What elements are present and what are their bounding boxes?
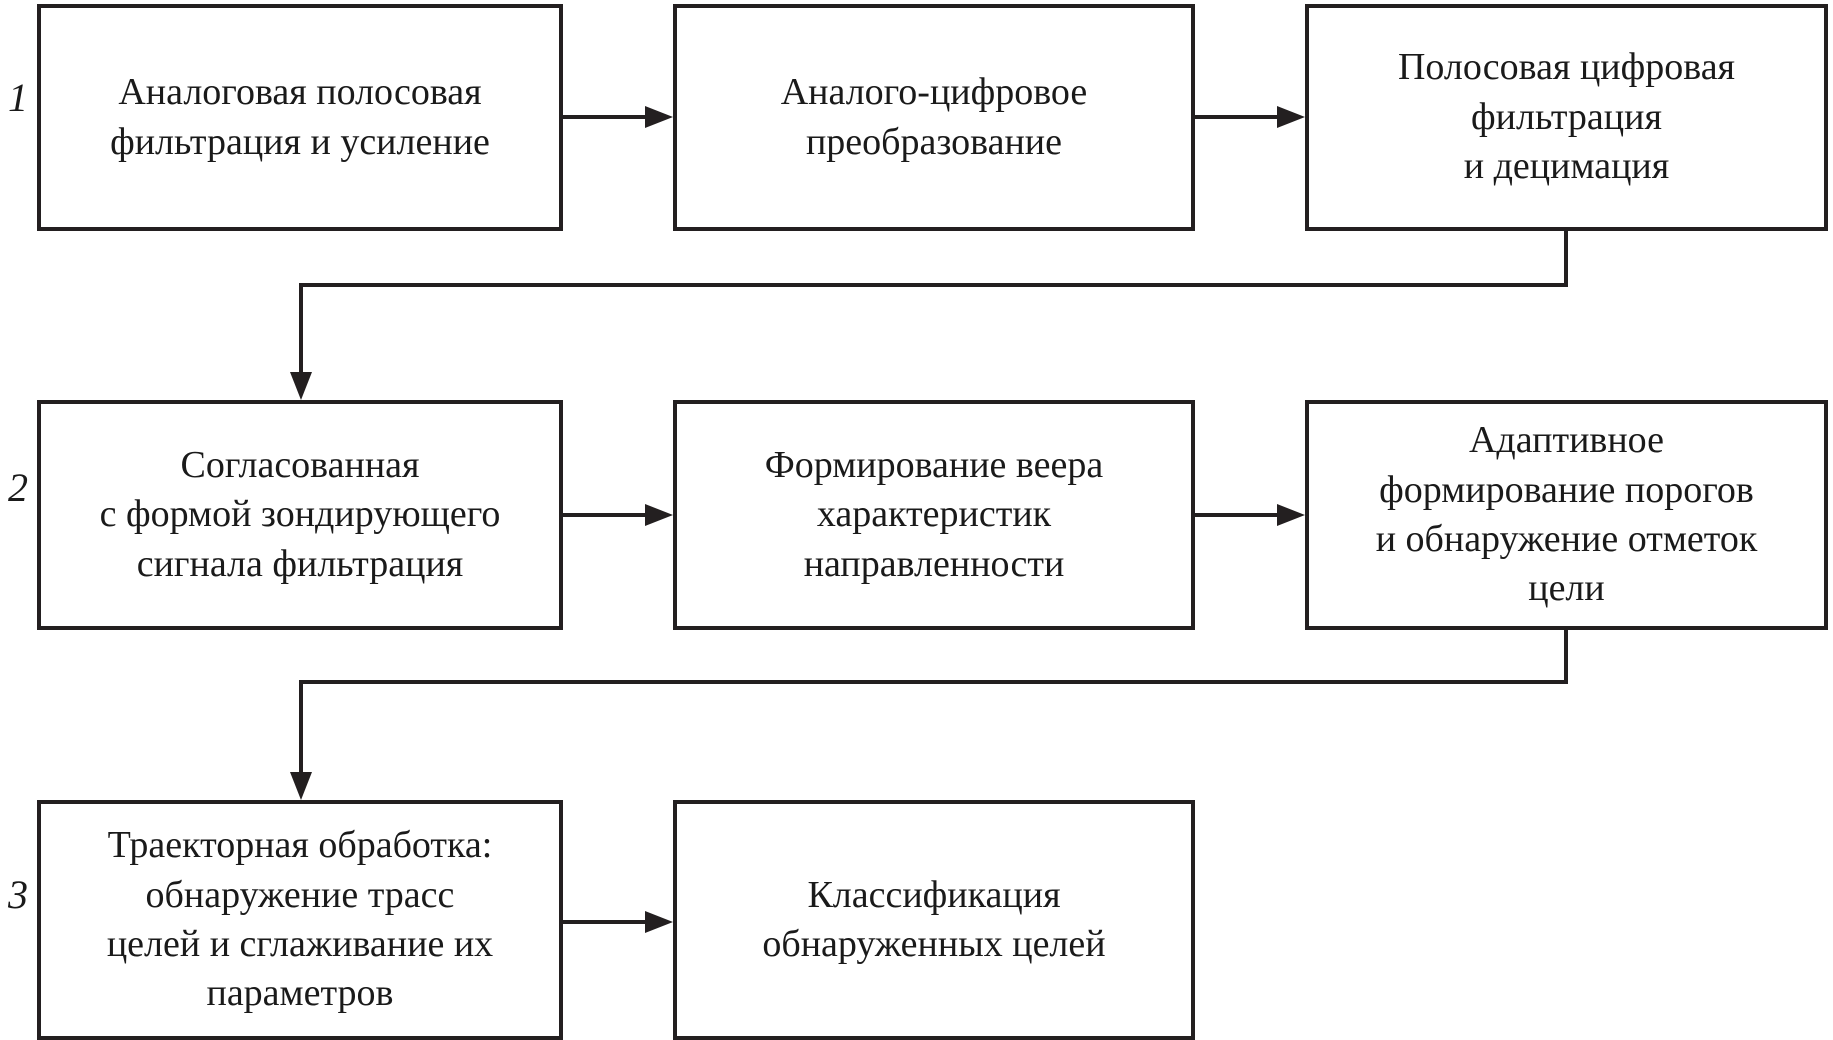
connector-detection-to-track-processing: [290, 630, 1568, 800]
stage-label-2: 2: [8, 465, 28, 510]
node-adc-label: Аналого-цифровое преобразование: [780, 71, 1088, 163]
node-track-processing[interactable]: Траекторная обработка: обнаружение трасс…: [37, 800, 563, 1040]
connector-beamforming-to-detection: [1195, 504, 1305, 526]
node-matched-filter-label: Согласованная с формой зондирующего сигн…: [99, 443, 501, 585]
node-beamforming-label: Формирование веера характеристик направл…: [764, 443, 1104, 585]
node-matched-filter[interactable]: Согласованная с формой зондирующего сигн…: [37, 400, 563, 630]
node-adc[interactable]: Аналого-цифровое преобразование: [673, 4, 1195, 231]
connector-adc-to-digital-filter: [1195, 106, 1305, 128]
node-digital-bandpass-decimation-label: Полосовая цифровая фильтрация и децимаци…: [1397, 46, 1736, 188]
node-beamforming[interactable]: Формирование веера характеристик направл…: [673, 400, 1195, 630]
connector-analog-to-adc: [563, 106, 673, 128]
node-adaptive-threshold-detection-label: Адаптивное формирование порогов и обнару…: [1375, 419, 1758, 610]
stage-label-1: 1: [8, 75, 28, 120]
stage-label-3: 3: [8, 872, 28, 917]
node-analog-bandpass-filter[interactable]: Аналоговая полосовая фильтрация и усилен…: [37, 4, 563, 231]
connector-matched-filter-to-beamforming: [563, 504, 673, 526]
node-analog-bandpass-filter-label: Аналоговая полосовая фильтрация и усилен…: [110, 71, 490, 163]
node-adaptive-threshold-detection[interactable]: Адаптивное формирование порогов и обнару…: [1305, 400, 1828, 630]
node-digital-bandpass-decimation[interactable]: Полосовая цифровая фильтрация и децимаци…: [1305, 4, 1828, 231]
connector-track-processing-to-classification: [563, 911, 673, 933]
node-track-processing-label: Траекторная обработка: обнаружение трасс…: [106, 824, 494, 1015]
node-classification[interactable]: Классификация обнаруженных целей: [673, 800, 1195, 1040]
node-classification-label: Классификация обнаруженных целей: [762, 873, 1106, 965]
connector-digital-filter-to-matched-filter: [290, 231, 1568, 400]
